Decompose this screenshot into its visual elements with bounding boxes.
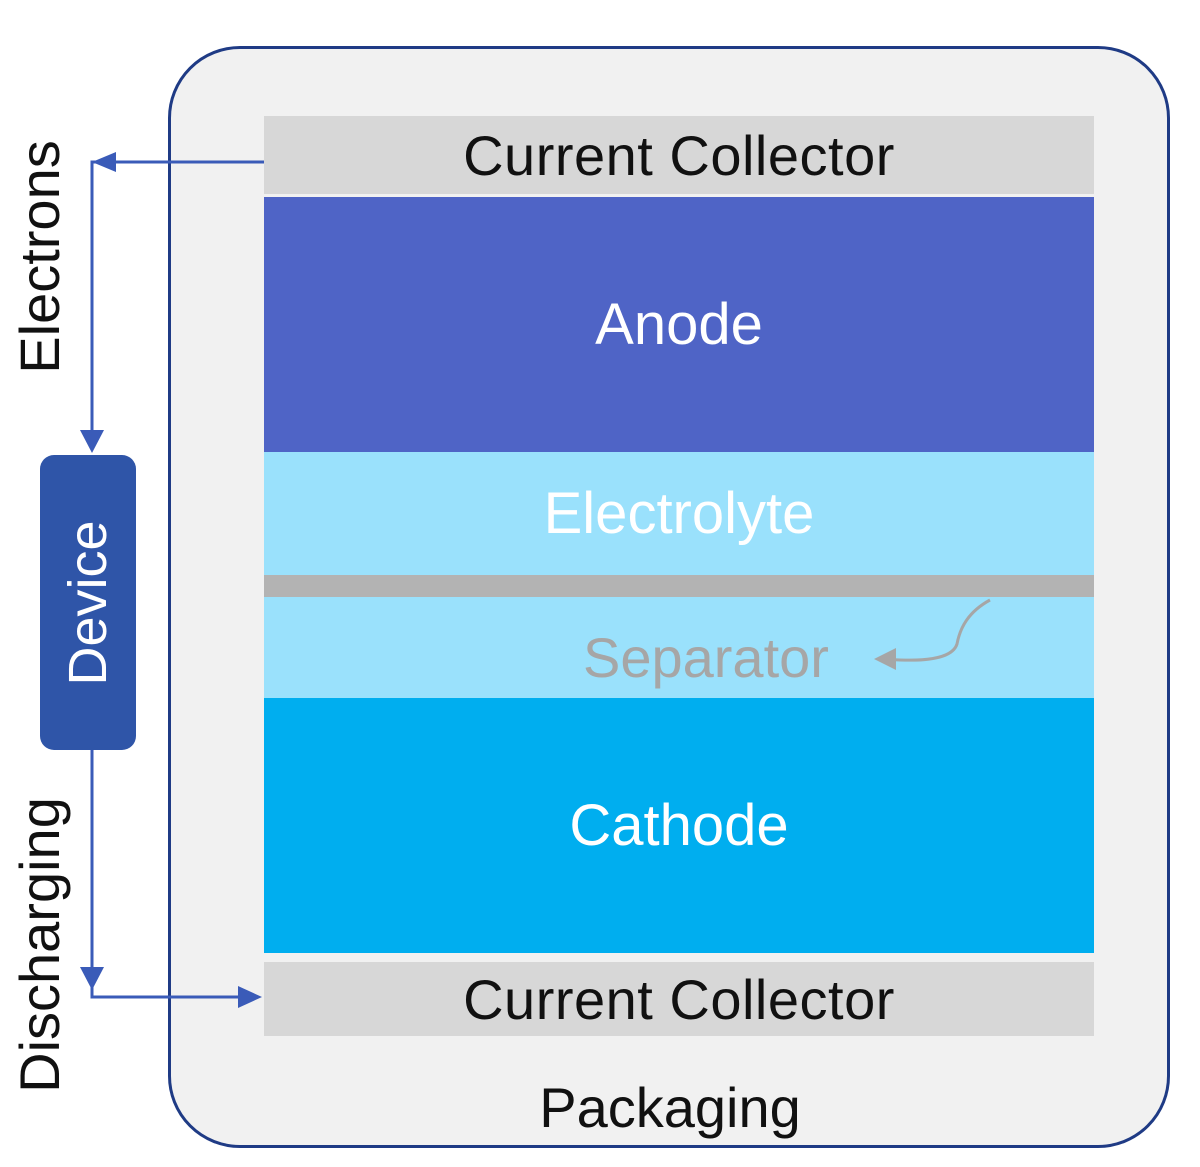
separator-band <box>264 575 1094 597</box>
current-collector-bottom: Current Collector <box>264 962 1094 1036</box>
current-collector-top: Current Collector <box>264 116 1094 194</box>
electrolyte-label: Electrolyte <box>543 481 815 546</box>
separator-pointer-arrowhead-icon <box>874 648 896 670</box>
arrowhead-down-bottom-icon <box>80 967 104 990</box>
arrowhead-left-icon <box>92 152 116 172</box>
electrolyte-layer-upper: Electrolyte <box>264 452 1094 575</box>
packaging-label: Packaging <box>539 1076 801 1139</box>
anode-layer: Anode <box>264 197 1094 452</box>
separator-label: Separator <box>583 626 829 689</box>
cathode-layer: Cathode <box>264 698 1094 953</box>
anode-label: Anode <box>595 292 763 357</box>
electron-wire-top <box>90 160 264 445</box>
current-collector-top-label: Current Collector <box>463 123 895 187</box>
arrowhead-down-top-icon <box>80 430 104 453</box>
device-box <box>40 455 136 750</box>
cathode-label: Cathode <box>569 793 789 858</box>
separator-pointer-line <box>884 598 991 662</box>
arrowhead-right-icon <box>238 986 262 1008</box>
current-collector-bottom-label: Current Collector <box>463 967 895 1031</box>
electron-wire-bottom <box>90 750 250 999</box>
